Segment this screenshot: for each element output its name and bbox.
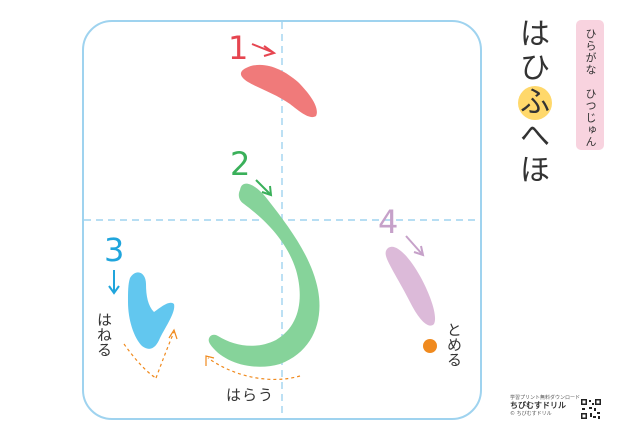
title-kana-column: は ひ ふ へ ほ (512, 18, 558, 198)
stroke-3-arrow (108, 270, 120, 295)
harau-dashed-arrow (205, 355, 301, 381)
footer-copyright: © ちびむすドリル (510, 410, 552, 417)
stroke-4-shape (385, 246, 436, 326)
label-tomeru: とめる (445, 322, 463, 367)
title-char-fu-highlighted: ふ (512, 86, 558, 120)
footer-line1: 学習プリント無料ダウンロード (510, 395, 581, 401)
stroke-2-arrow (255, 179, 273, 197)
title-char-ha: は (520, 17, 550, 52)
footer: 学習プリント無料ダウンロード ちびむすドリル © ちびむすドリル (510, 395, 580, 417)
footer-brand: ちびむすドリル (510, 401, 566, 410)
stroke-number-4: 4 (378, 203, 399, 241)
label-hane: はねる (95, 312, 113, 357)
category-tab: ひらがな ひつじゅん (576, 20, 604, 150)
title-char-he: へ (520, 119, 550, 154)
stroke-3-shape (128, 272, 175, 349)
highlight-circle: ふ (518, 85, 552, 120)
title-char-hi: ひ (520, 51, 550, 86)
stroke-1-arrow (251, 43, 277, 57)
stroke-number-3: 3 (104, 231, 125, 269)
stroke-1-shape (240, 64, 317, 118)
practice-box (82, 20, 482, 420)
tomeru-dot (423, 339, 437, 353)
qr-code (580, 398, 602, 420)
stroke-number-1: 1 (228, 29, 249, 67)
stroke-2-shape (208, 183, 320, 367)
category-tab-label: ひらがな ひつじゅん (584, 28, 597, 148)
label-harau: はらう (226, 386, 275, 404)
hane-dashed-arrow (123, 328, 178, 379)
title-char-ho: ほ (520, 153, 550, 188)
stroke-number-2: 2 (230, 145, 251, 183)
stroke-4-arrow (405, 235, 425, 257)
